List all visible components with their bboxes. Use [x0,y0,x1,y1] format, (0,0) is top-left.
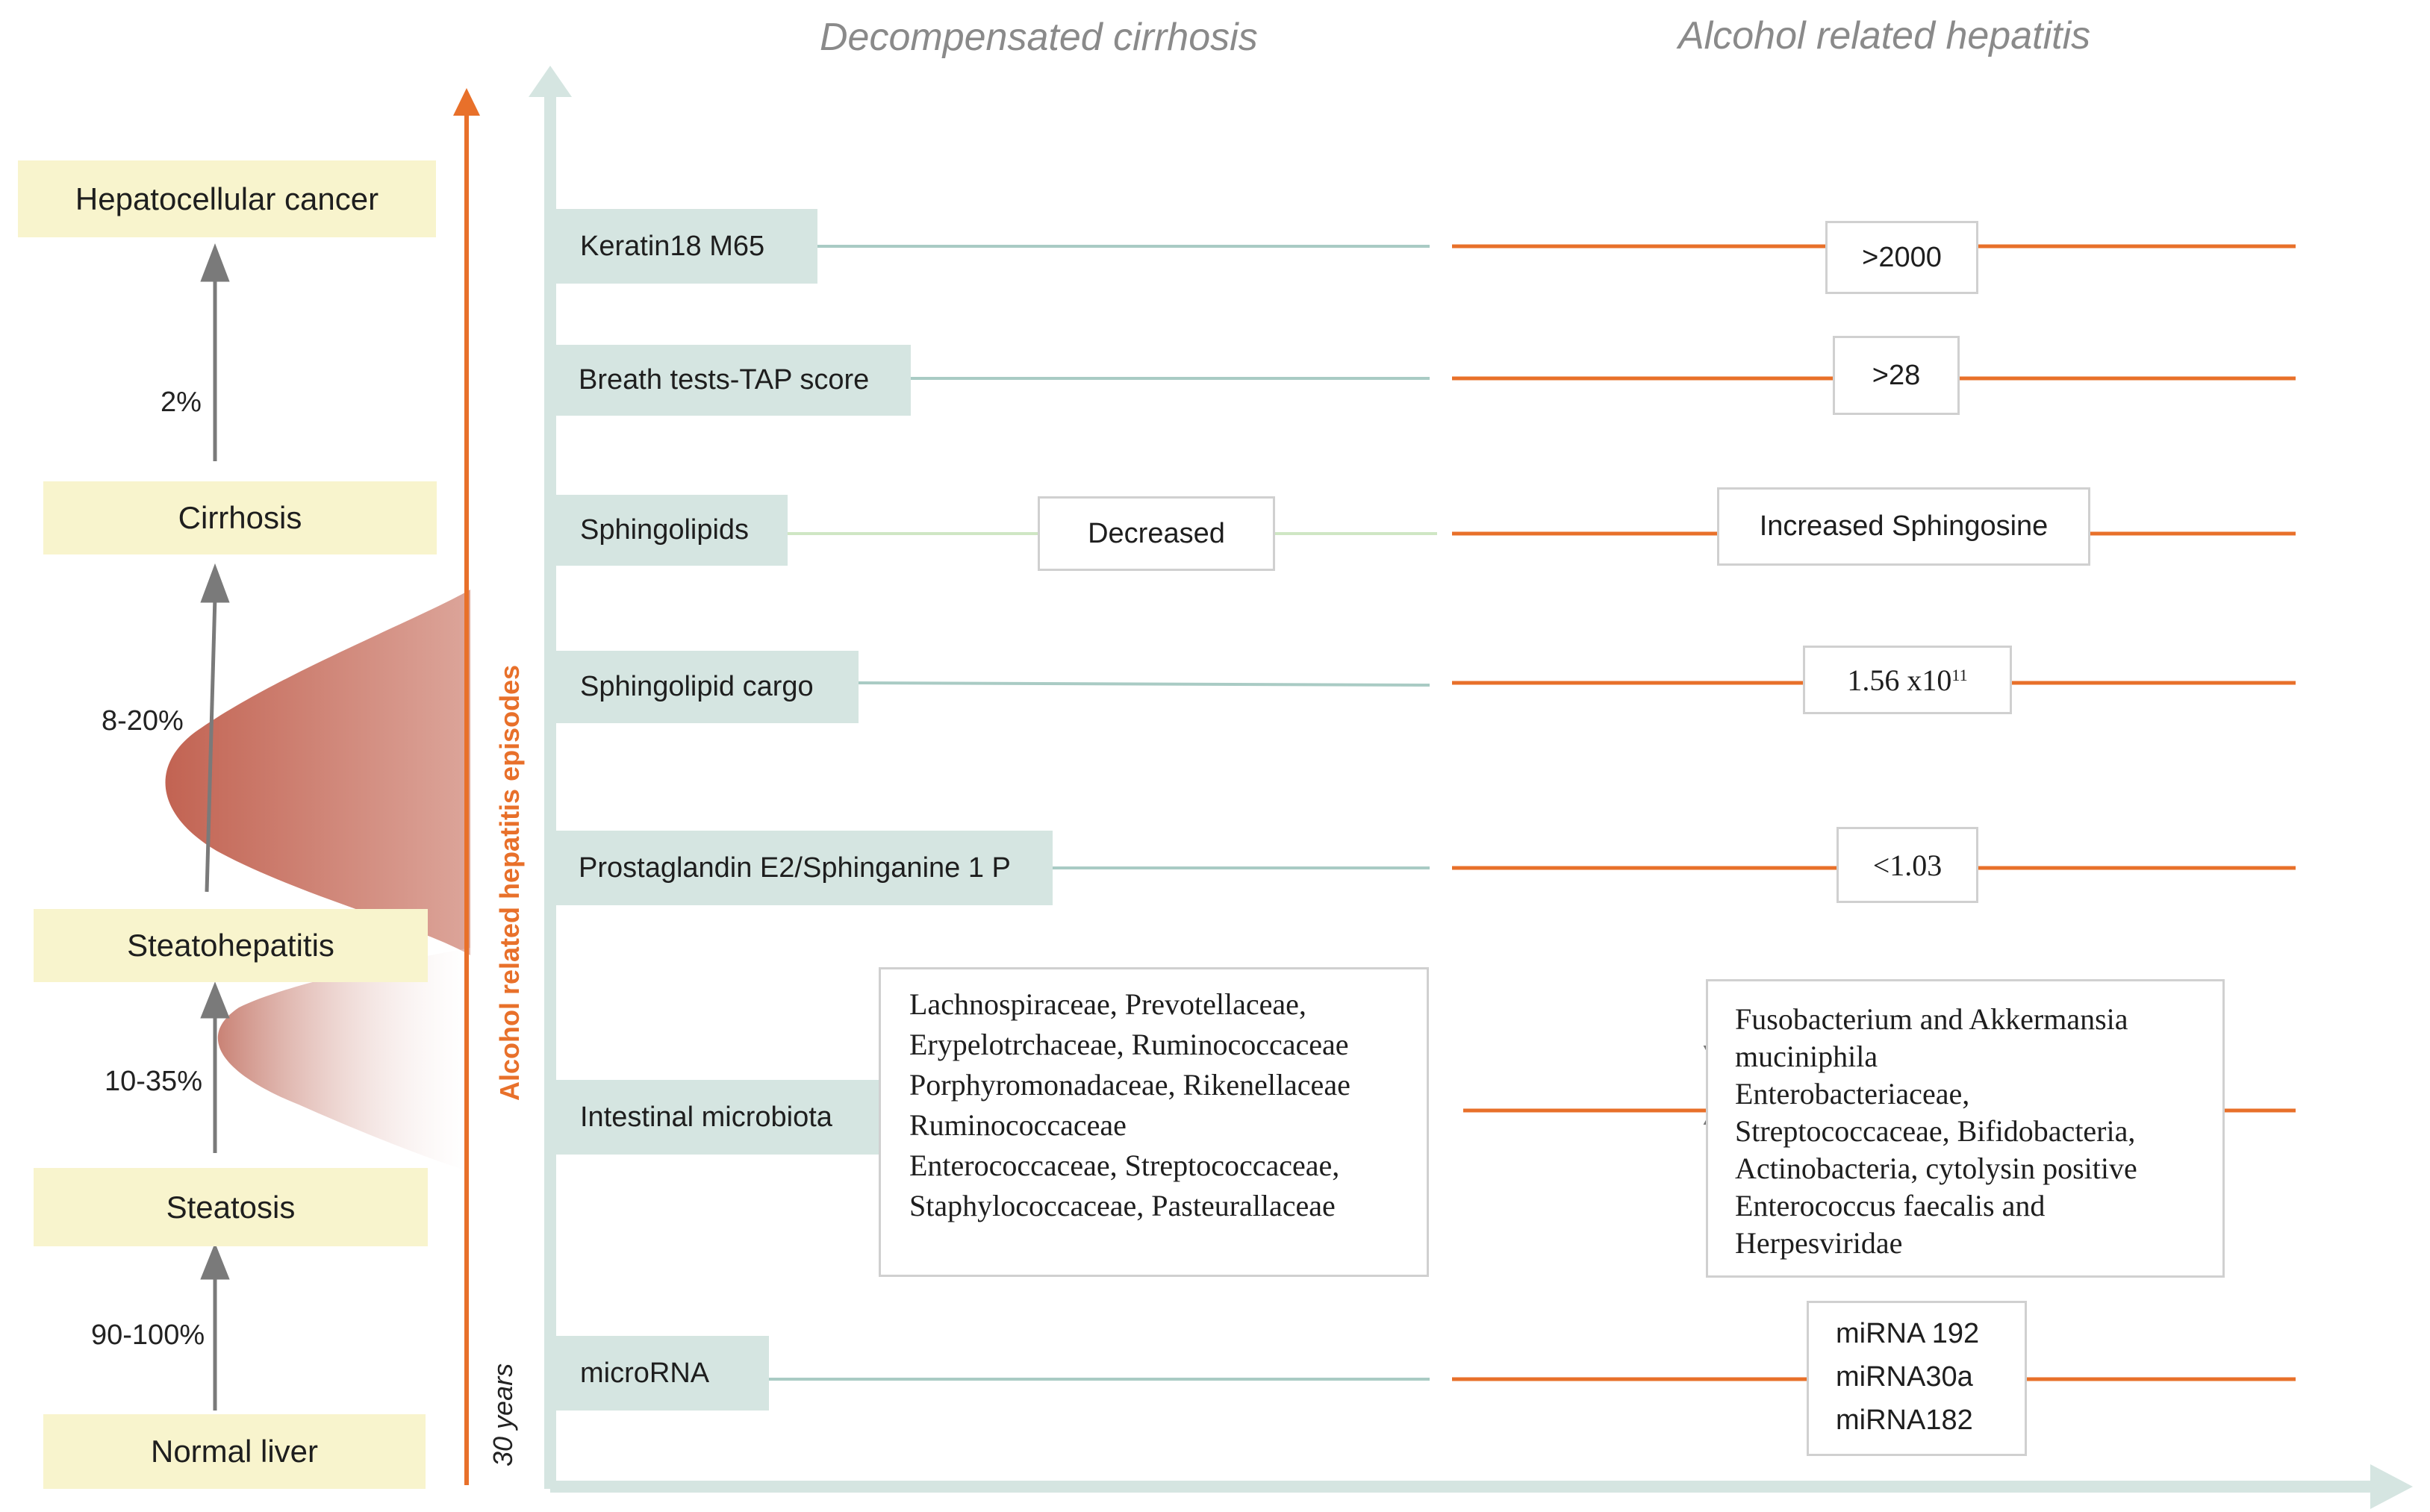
stage-normal-liver: Normal liver [43,1414,426,1489]
marker-intestinal-microbiota: Intestinal microbiota [550,1080,879,1155]
decomp-microbiota-decreased-4: Ruminococcaceae [909,1108,1127,1142]
mirna-30a: miRNA30a [1836,1361,1973,1393]
mirna-192: miRNA 192 [1836,1318,1980,1349]
stage-cirrhosis: Cirrhosis [43,481,437,554]
value-keratin-gt-2000: >2000 [1825,221,1978,294]
cargo-exponent: 11 [1951,666,1968,684]
hep-microbiota-increased-2: Streptococcaceae, Bifidobacteria, [1735,1114,2136,1148]
stage-steatosis: Steatosis [34,1168,428,1246]
value-sphingolipids-decreased: Decreased [1038,496,1275,571]
hep-microbiota-decreased-1: Fusobacterium and Akkermansia [1735,1002,2128,1036]
pct-steatohepatitis-to-cirrhosis: 8-20% [102,705,184,737]
axis-label-episodes: Alcohol related hepatitis episodes [494,664,525,1101]
stage-hepatocellular-cancer: Hepatocellular cancer [18,160,436,237]
decomp-microbiota-decreased-2: Erypelotrchaceae, Ruminococcaceae [909,1028,1349,1061]
decomp-microbiota-increased-2: Staphylococcaceae, Pasteurallaceae [909,1189,1336,1222]
marker-keratin18-m65: Keratin18 M65 [550,209,817,284]
decomp-microbiota-decreased-1: Lachnospiraceae, Prevotellaceae, [909,987,1306,1021]
marker-breath-tests-tap-score: Breath tests-TAP score [550,345,911,416]
value-increased-sphingosine: Increased Sphingosine [1717,487,2090,566]
marker-microrna: microRNA [550,1336,769,1411]
stage-steatohepatitis: Steatohepatitis [34,909,428,982]
decompensated-microbiota-box: Lachnospiraceae, Prevotellaceae, Erypelo… [879,967,1429,1277]
decomp-microbiota-decreased-3: Porphyromonadaceae, Rikenellaceae [909,1068,1350,1102]
pct-normal-to-steatosis: 90-100% [91,1319,205,1351]
episode-curve-lower [217,948,470,1172]
pct-cirrhosis-to-cancer: 2% [161,387,202,418]
mirna-182: miRNA182 [1836,1405,1973,1436]
header-decompensated-cirrhosis: Decompensated cirrhosis [820,16,1258,59]
axis-label-years: 30 years [487,1363,518,1466]
pct-steatosis-to-steatohepatitis: 10-35% [105,1066,202,1097]
value-prostaglandin-lt-1-03: <1.03 [1836,827,1978,903]
cargo-base: 1.56 x10 [1847,663,1952,697]
marker-sphingolipids: Sphingolipids [550,495,788,566]
hep-microbiota-increased-3: Actinobacteria, cytolysin positive [1735,1152,2137,1185]
hep-microbiota-decreased-2: muciniphila [1735,1040,1878,1073]
episode-curve-upper [165,590,470,955]
hep-microbiota-increased-5: Herpesviridae [1735,1226,1903,1260]
marker-prostaglandin-e2-sphinganine: Prostaglandin E2/Sphinganine 1 P [550,831,1053,905]
marker-sphingolipid-cargo: Sphingolipid cargo [550,651,859,723]
hepatitis-microbiota-box: Fusobacterium and Akkermansia muciniphil… [1706,979,2225,1278]
value-breath-gt-28: >28 [1833,336,1960,415]
value-mirna-box: miRNA 192 miRNA30a miRNA182 [1807,1301,2027,1456]
decomp-microbiota-increased-1: Enterococcaceae, Streptococcaceae, [909,1149,1340,1182]
header-alcohol-related-hepatitis: Alcohol related hepatitis [1678,14,2091,57]
hep-microbiota-increased-4: Enterococcus faecalis and [1735,1189,2046,1222]
hep-microbiota-increased-1: Enterobacteriaceae, [1735,1077,1970,1110]
